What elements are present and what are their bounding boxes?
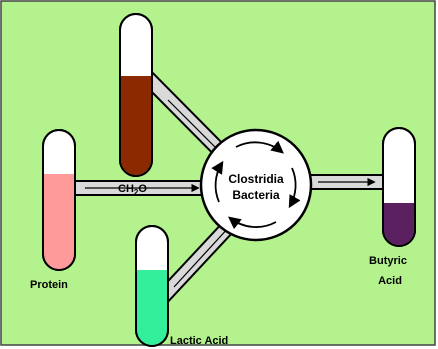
lactic-fill [137, 270, 167, 345]
bacteria-node: Clostridia Bacteria [199, 128, 313, 242]
protein-fill [44, 174, 74, 269]
cycle-arrow-right [288, 167, 301, 209]
carbohydrate-label: CH2O [118, 183, 147, 197]
cycle-arrow-left [211, 160, 224, 203]
protein-label: Protein [30, 279, 68, 291]
cycle-arrow-top [235, 140, 284, 154]
butyric-label-line2: Acid [378, 275, 402, 287]
bacteria-label-line1: Clostridia [228, 172, 284, 186]
cycle-arrow-bottom [228, 216, 277, 230]
tube-butyric [382, 127, 416, 247]
tube-protein [42, 129, 76, 271]
arrow-lactic-to-bacteria [173, 224, 232, 288]
carbohydrate-fill [121, 76, 151, 175]
bacteria-label-line2: Bacteria [232, 188, 280, 202]
butyric-label-line1: Butyric [369, 255, 407, 267]
tube-carbohydrate [119, 13, 153, 177]
lactic-acid-label: Lactic Acid [170, 335, 228, 347]
tube-lactic [135, 225, 169, 347]
